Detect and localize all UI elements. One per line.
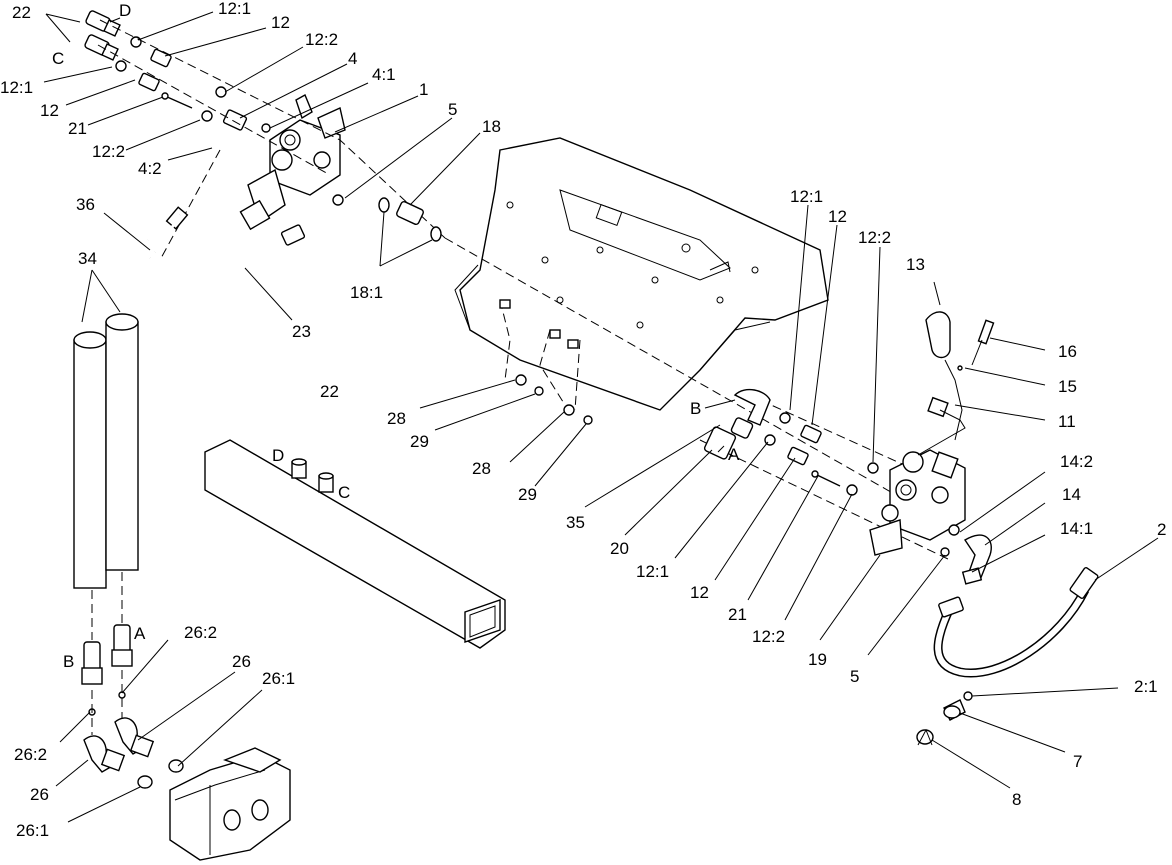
- bolts-28-29: [499, 299, 593, 425]
- callout-20: 20: [610, 539, 629, 558]
- callout-26-a: 26: [232, 652, 251, 671]
- callout-B-mid: B: [690, 399, 701, 418]
- callout-23: 23: [292, 322, 311, 341]
- callout-A-low: A: [134, 624, 146, 643]
- callout-5-b: 5: [850, 667, 859, 686]
- callout-12-b: 12: [40, 101, 59, 120]
- callout-2: 2: [1157, 520, 1166, 539]
- callout-12-1-b: 12:1: [0, 78, 33, 97]
- leader-lines: [43, 11, 1159, 823]
- callout-26-2-a: 26:2: [184, 623, 217, 642]
- filter-cylinders: [73, 313, 139, 640]
- callout-D-top: D: [119, 1, 131, 20]
- callout-26-1-a: 26:1: [262, 669, 295, 688]
- callout-18: 18: [482, 117, 501, 136]
- callout-21-b: 21: [728, 605, 747, 624]
- callout-34: 34: [78, 249, 97, 268]
- callout-12-1-c: 12:1: [790, 187, 823, 206]
- callout-12-d: 12: [690, 583, 709, 602]
- callout-A-mid: A: [728, 445, 740, 464]
- callout-35: 35: [566, 513, 585, 532]
- callout-19: 19: [808, 650, 827, 669]
- callout-36: 36: [76, 195, 95, 214]
- callout-labels: 22 D C 12:1 12 12:1 12:2 12 4 4:1 21 1 1…: [0, 0, 1166, 840]
- callout-D-mid: D: [272, 446, 284, 465]
- hose-2: [916, 567, 1099, 746]
- callout-22-top: 22: [12, 3, 31, 22]
- hydraulic-tank: [204, 439, 506, 649]
- callout-12-2-a: 12:2: [305, 30, 338, 49]
- callout-26-b: 26: [30, 785, 49, 804]
- frame-plate: [454, 137, 829, 411]
- callout-12-2-d: 12:2: [752, 627, 785, 646]
- hydraulic-pump: [81, 624, 291, 861]
- callout-C-mid: C: [338, 483, 350, 502]
- callout-2-1: 2:1: [1134, 677, 1158, 696]
- callout-26-2-b: 26:2: [14, 745, 47, 764]
- callout-1: 1: [419, 80, 428, 99]
- callout-11: 11: [1058, 412, 1076, 431]
- callout-14-1: 14:1: [1060, 519, 1093, 538]
- callout-7: 7: [1073, 752, 1082, 771]
- callout-16: 16: [1058, 342, 1077, 361]
- callout-4: 4: [348, 49, 357, 68]
- callout-21-a: 21: [68, 119, 87, 138]
- callout-14-2: 14:2: [1060, 452, 1093, 471]
- callout-12-2-c: 12:2: [858, 228, 891, 247]
- callout-C-top: C: [52, 49, 64, 68]
- callout-18-1: 18:1: [350, 283, 383, 302]
- callout-4-1: 4:1: [372, 65, 396, 84]
- callout-22-mid: 22: [320, 382, 339, 401]
- callout-12-c: 12: [828, 207, 847, 226]
- callout-12-2-b: 12:2: [92, 142, 125, 161]
- hose-23: [145, 206, 306, 268]
- fitting-18: [332, 194, 442, 242]
- right-control-valve: [703, 311, 995, 585]
- callout-13: 13: [906, 255, 925, 274]
- callout-12-a: 12: [271, 13, 290, 32]
- callout-12-1-a: 12:1: [218, 0, 251, 18]
- callout-28-a: 28: [387, 409, 406, 428]
- callout-12-1-d: 12:1: [636, 562, 669, 581]
- callout-8: 8: [1012, 790, 1021, 809]
- callout-26-1-b: 26:1: [16, 821, 49, 840]
- callout-29-a: 29: [410, 432, 429, 451]
- callout-5-a: 5: [448, 100, 457, 119]
- callout-4-2: 4:2: [138, 159, 162, 178]
- callout-28-b: 28: [472, 459, 491, 478]
- left-control-valve: [84, 10, 446, 261]
- callout-14: 14: [1062, 485, 1081, 504]
- callout-B-low: B: [63, 652, 74, 671]
- callout-15: 15: [1058, 377, 1077, 396]
- callout-29-b: 29: [518, 485, 537, 504]
